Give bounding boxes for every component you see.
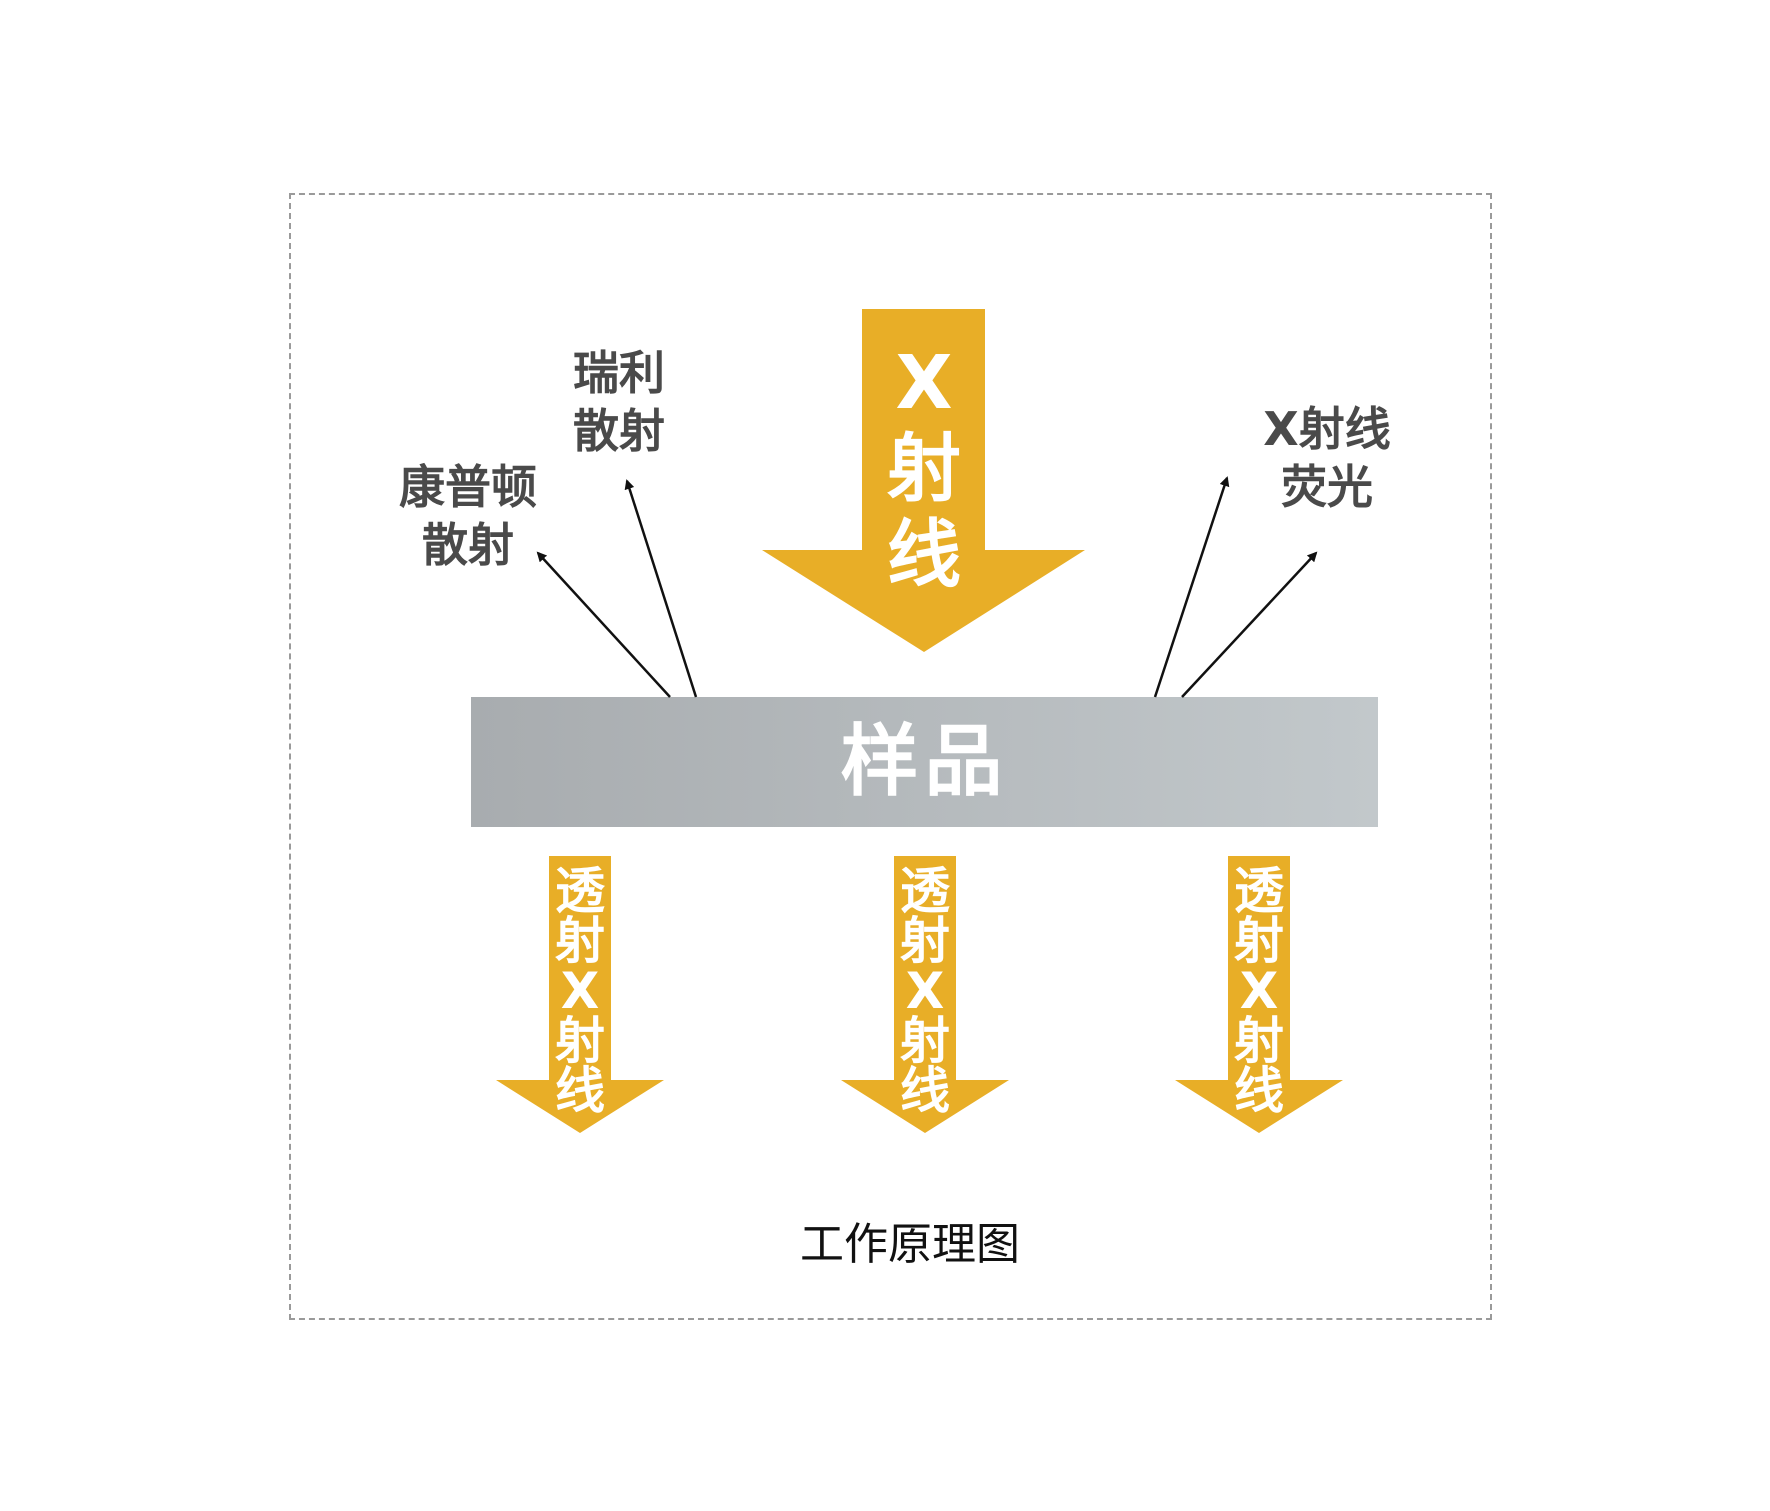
diagram-frame: [289, 193, 1492, 1320]
rayleigh-scatter-label: 瑞利 散射: [573, 346, 665, 458]
transmitted-label-char: 射: [900, 1012, 950, 1070]
incoming-label-char: 射: [887, 426, 961, 512]
diagram-caption: 工作原理图: [800, 1219, 1020, 1270]
incoming-label-char: X: [895, 340, 953, 426]
transmitted-label-char: 线: [555, 1062, 605, 1120]
compton-scatter-arrow: [536, 551, 671, 698]
transmitted-label-char: 射: [555, 1012, 605, 1070]
incoming-xray-arrow: [762, 309, 1085, 652]
sample-bar: [471, 697, 1378, 827]
fluorescence-label: X射线 荧光: [1263, 402, 1391, 514]
incoming-label-char: 线: [887, 512, 961, 598]
transmitted-label-char: 射: [1234, 1012, 1284, 1070]
transmitted-label-char: 射: [900, 912, 950, 970]
transmitted-arrow-left: [496, 856, 664, 1133]
transmitted-label-left: 透 射 X 射 线: [545, 866, 615, 1116]
sample-label: 样品: [840, 717, 1009, 807]
transmitted-label-char: 射: [1234, 912, 1284, 970]
transmitted-label-char: 线: [900, 1062, 950, 1120]
rayleigh-scatter-arrow: [624, 479, 698, 698]
transmitted-label-char: X: [905, 962, 945, 1020]
transmitted-label-char: 透: [555, 862, 605, 920]
fluorescence-arrow-2: [1181, 551, 1318, 698]
transmitted-label-char: 射: [555, 912, 605, 970]
transmitted-label-char: 透: [900, 862, 950, 920]
transmitted-arrow-right: [1175, 856, 1343, 1133]
transmitted-label-char: X: [560, 962, 600, 1020]
transmitted-arrow-center: [841, 856, 1009, 1133]
transmitted-label-char: 透: [1234, 862, 1284, 920]
transmitted-label-char: X: [1239, 962, 1279, 1020]
incoming-xray-label: X 射 线: [862, 340, 986, 598]
transmitted-label-right: 透 射 X 射 线: [1224, 866, 1294, 1116]
fluorescence-arrow-1: [1153, 476, 1230, 698]
compton-scatter-label: 康普顿 散射: [399, 460, 537, 572]
transmitted-label-center: 透 射 X 射 线: [890, 866, 960, 1116]
transmitted-label-char: 线: [1234, 1062, 1284, 1120]
